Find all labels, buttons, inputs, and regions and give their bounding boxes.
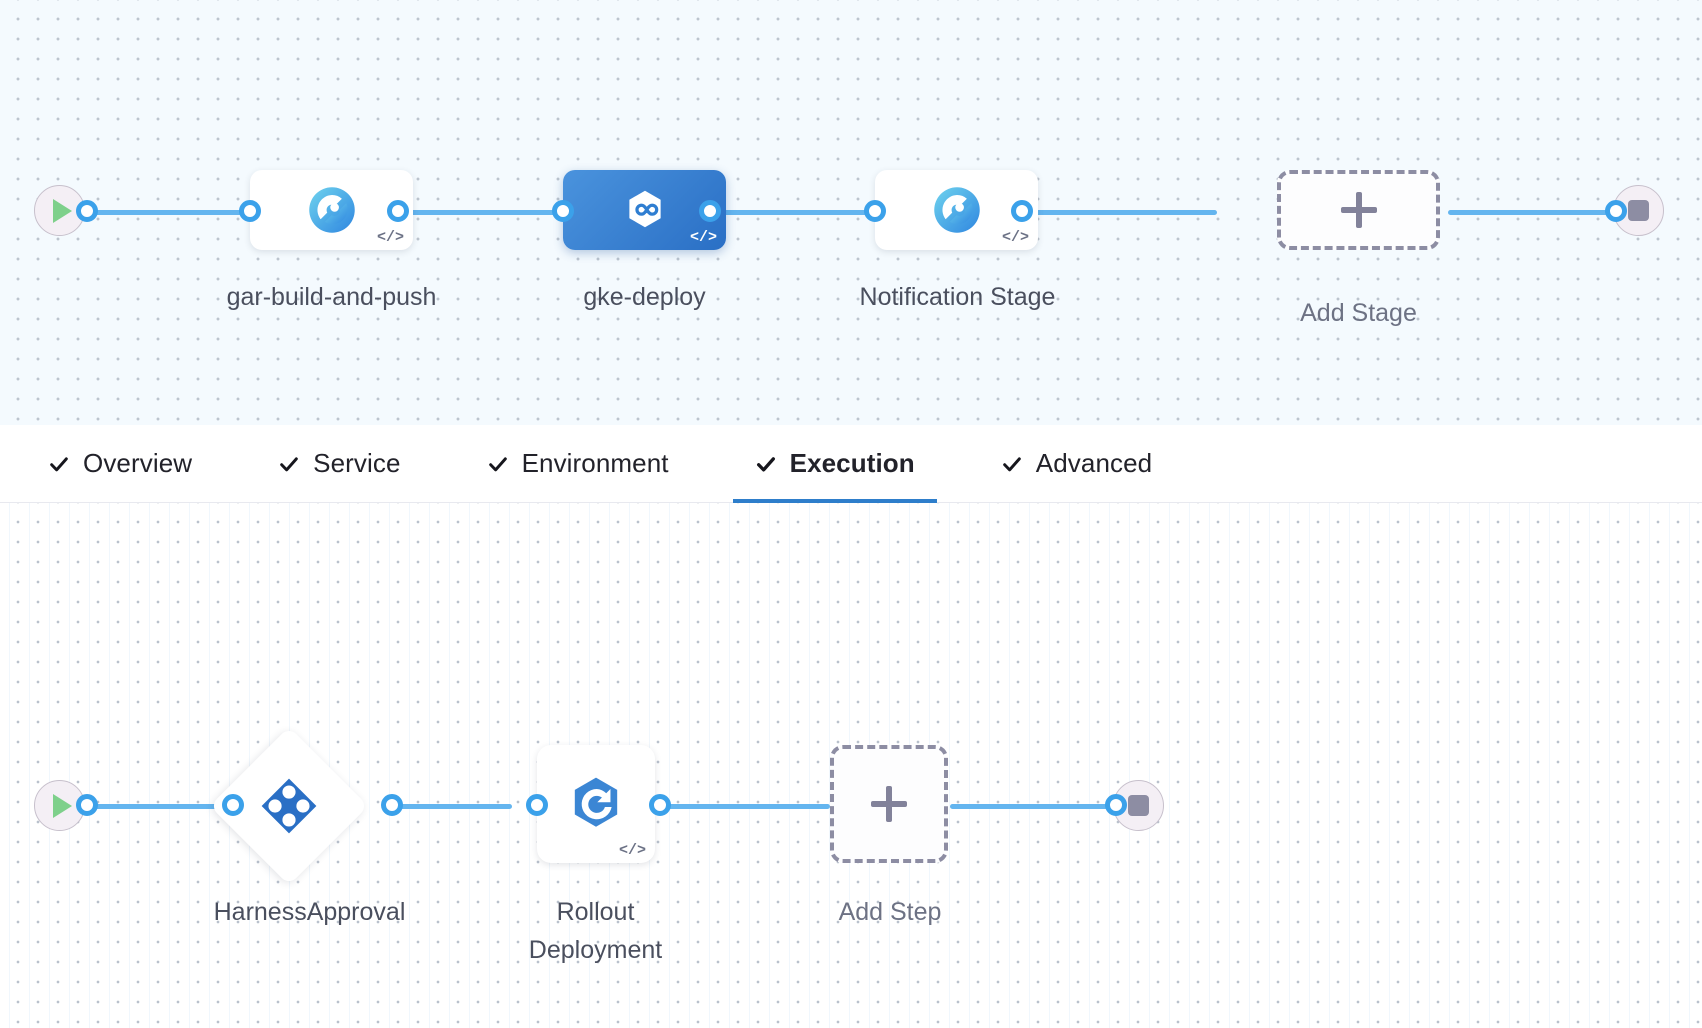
add-step-button[interactable] xyxy=(830,745,948,863)
step-label-rollout-deployment: Rollout Deployment xyxy=(528,898,663,964)
kubernetes-rollout-icon xyxy=(574,777,618,827)
harness-ci-build-icon xyxy=(308,187,355,233)
stage-label-gar-build-and-push: gar-build-and-push xyxy=(226,283,437,311)
plus-icon xyxy=(1339,190,1379,230)
stop-icon xyxy=(1128,795,1149,816)
stage-code-badge: </> xyxy=(376,229,404,246)
stage-config-tab-bar[interactable]: Overview Service Environment Execution A… xyxy=(0,425,1702,504)
tab-label: Environment xyxy=(521,448,669,478)
add-step-label: Add Step xyxy=(838,898,942,926)
port-stage1-out[interactable] xyxy=(387,200,409,222)
stage-node-gke-deploy[interactable]: </> xyxy=(563,170,726,250)
stage-code-badge: </> xyxy=(1001,229,1029,246)
harness-ci-build-icon xyxy=(933,187,980,233)
harness-cd-deploy-icon xyxy=(628,190,661,228)
edge-stage3-to-addstage xyxy=(1022,210,1217,215)
tab-label: Execution xyxy=(789,448,915,478)
step-label-harness-approval: HarnessApproval xyxy=(213,898,406,926)
port-step1-in[interactable] xyxy=(222,794,244,816)
stage-node-notification-stage[interactable]: </> xyxy=(875,170,1038,250)
port-stage3-out[interactable] xyxy=(1011,200,1033,222)
tab-execution[interactable]: Execution xyxy=(732,425,937,504)
edge-start-to-stage1 xyxy=(85,210,250,215)
port-stage2-out[interactable] xyxy=(699,200,721,222)
edge-step2-to-addstep xyxy=(660,804,830,809)
port-end-in[interactable] xyxy=(1605,200,1627,222)
edge-step1-to-step2 xyxy=(392,804,512,809)
port-step2-in[interactable] xyxy=(526,794,548,816)
tab-label: Overview xyxy=(83,448,193,478)
port-stage3-in[interactable] xyxy=(864,200,886,222)
play-icon xyxy=(53,793,72,818)
tab-environment[interactable]: Environment xyxy=(465,425,691,503)
tab-service[interactable]: Service xyxy=(256,425,422,503)
pipeline-end-node[interactable] xyxy=(1613,185,1664,236)
step-node-rollout-deployment[interactable]: </> xyxy=(537,745,655,863)
stage-node-gar-build-and-push[interactable]: </> xyxy=(250,170,413,250)
port-exec-start-out[interactable] xyxy=(76,794,98,816)
add-stage-label: Add Stage xyxy=(1300,299,1417,327)
port-step1-out[interactable] xyxy=(381,794,403,816)
stage-label-gke-deploy: gke-deploy xyxy=(583,283,706,311)
edge-stage2-to-stage3 xyxy=(710,210,875,215)
check-icon xyxy=(488,456,507,471)
edge-addstage-to-end xyxy=(1448,210,1608,215)
port-start-out[interactable] xyxy=(76,200,98,222)
port-step2-out[interactable] xyxy=(649,794,671,816)
execution-end-node[interactable] xyxy=(1113,780,1164,831)
check-icon xyxy=(50,456,68,471)
tab-label: Service xyxy=(313,448,401,478)
pipeline-stage-canvas[interactable]: </> gar-build-and-push </> gke-deploy </… xyxy=(0,0,1702,425)
tab-overview[interactable]: Overview xyxy=(26,425,214,503)
edge-stage1-to-stage2 xyxy=(398,210,563,215)
stop-icon xyxy=(1628,200,1649,221)
check-icon xyxy=(756,456,775,472)
edge-start-to-step1 xyxy=(85,804,233,809)
stage-code-badge: </> xyxy=(689,229,717,246)
tab-label: Advanced xyxy=(1035,448,1153,478)
check-icon xyxy=(280,456,298,471)
step-code-badge: </> xyxy=(618,842,646,859)
play-icon xyxy=(53,198,72,223)
stage-label-notification-stage: Notification Stage xyxy=(859,283,1056,311)
add-stage-button[interactable] xyxy=(1277,170,1440,250)
plus-icon xyxy=(869,784,909,824)
execution-step-canvas[interactable]: HarnessApproval </> Rollout Deployment A… xyxy=(0,503,1702,1028)
port-exec-end-in[interactable] xyxy=(1105,794,1127,816)
check-icon xyxy=(1002,456,1021,471)
edge-addstep-to-end xyxy=(950,804,1108,809)
port-stage2-in[interactable] xyxy=(552,200,574,222)
tab-advanced[interactable]: Advanced xyxy=(979,425,1174,503)
port-stage1-in[interactable] xyxy=(239,200,261,222)
